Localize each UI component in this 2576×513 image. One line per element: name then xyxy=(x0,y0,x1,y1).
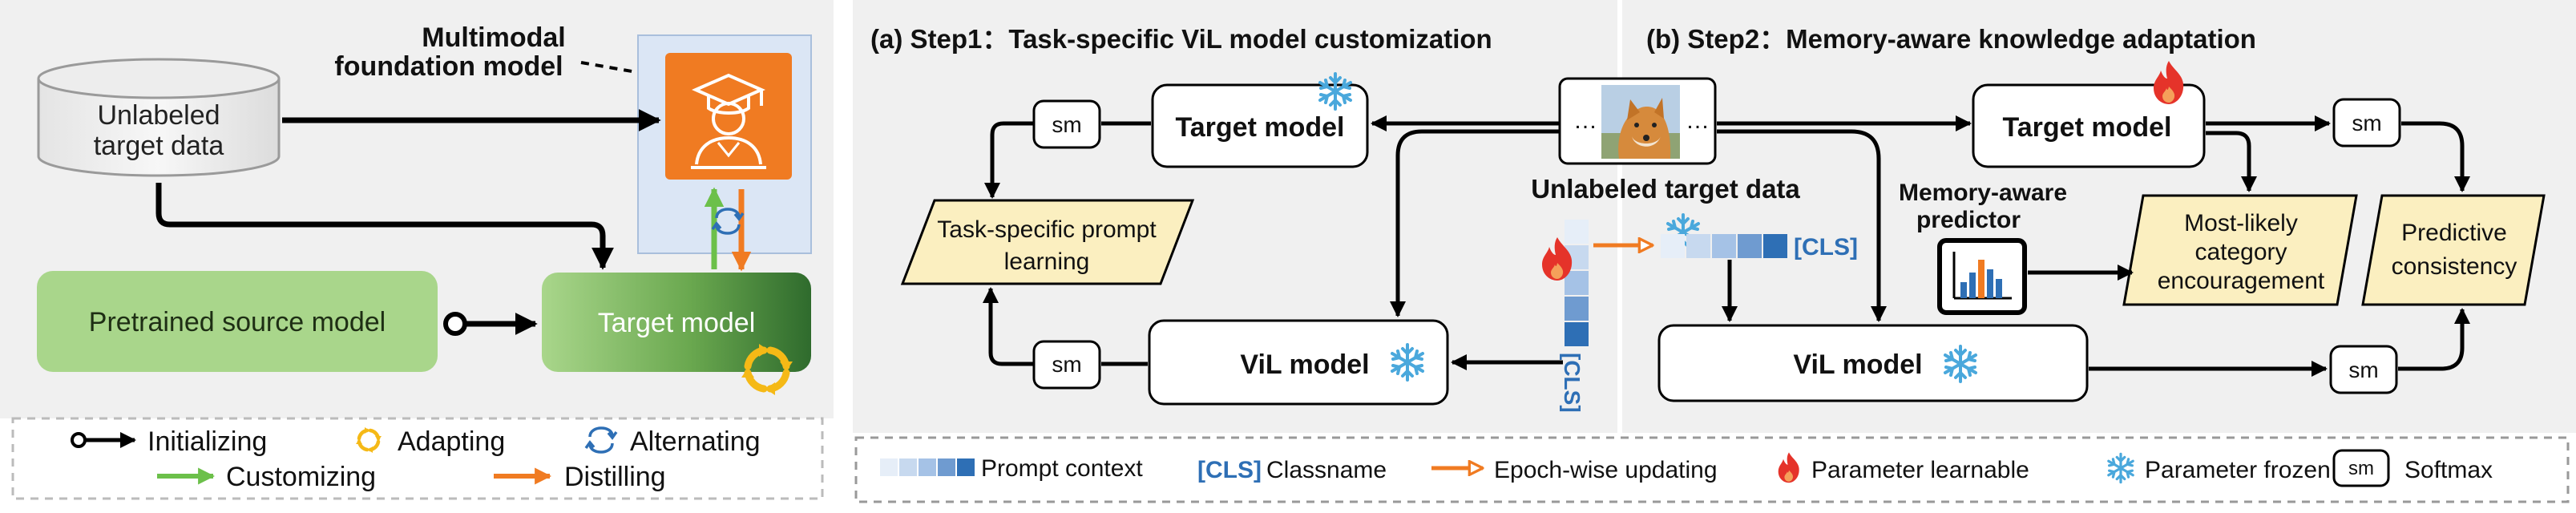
step2-sm-top-label: sm xyxy=(2352,111,2381,135)
step2-sm-top-box xyxy=(2332,98,2401,147)
step2-sm-bottom-label: sm xyxy=(2348,357,2378,382)
pretrained-source-label: Pretrained source model xyxy=(89,307,386,337)
step2-target-model-box xyxy=(1972,83,2206,168)
legend-adapting-label: Adapting xyxy=(398,426,505,457)
step1-vil-model-label: ViL model xyxy=(1240,349,1369,380)
left-target-model-box xyxy=(542,273,811,372)
legend-learnable-label: Parameter learnable xyxy=(1811,457,2029,483)
predictor-label-2: predictor xyxy=(1916,207,2021,233)
target-to-mlce-arrow xyxy=(2206,131,2257,192)
prompt-learning-box xyxy=(900,199,1195,285)
pretrained-source-box xyxy=(37,271,438,372)
pc-label-1: Predictive xyxy=(2401,220,2507,246)
left-target-model-label: Target model xyxy=(598,308,756,338)
mlce-box xyxy=(2122,194,2358,306)
legend-prompt-context-label: Prompt context xyxy=(981,455,1143,482)
mlce-label-3: encouragement xyxy=(2158,268,2325,294)
legend-epoch-wise-label: Epoch-wise updating xyxy=(1494,457,1718,483)
unlabeled-data-label-2: target data xyxy=(94,131,224,161)
data-to-target-arrow xyxy=(155,183,614,270)
data-to-step2-vil-arrow xyxy=(1717,129,1887,322)
step2-title: (b) Step2：Memory-aware knowledge adaptat… xyxy=(1646,24,2256,54)
legend-classname-label: Classname xyxy=(1266,457,1387,483)
step2-sm-bottom-box xyxy=(2329,345,2398,394)
horizontal-prompt-context xyxy=(1661,234,1787,258)
horizontal-cls-token: [CLS] xyxy=(1794,234,1858,261)
legend-distilling-label: Distilling xyxy=(564,462,666,492)
step1-target-model-label: Target model xyxy=(1176,112,1345,143)
legend-initializing-icon xyxy=(71,432,87,448)
foundation-label-1: Multimodal xyxy=(422,22,565,53)
bottom-legend-box xyxy=(854,436,2570,503)
pc-label-2: consistency xyxy=(2392,253,2517,280)
legend-customizing-label: Customizing xyxy=(226,462,376,492)
predictive-consistency-box xyxy=(2361,194,2546,306)
foundation-label-2: foundation model xyxy=(334,51,563,82)
image-card-dots-right: … xyxy=(1686,107,1710,134)
data-to-step1-vil-arrow xyxy=(1390,129,1560,317)
step1-target-model-box xyxy=(1151,83,1369,168)
vertical-cls-token: [CLS] xyxy=(1560,353,1585,413)
sm-to-prompt-arrow xyxy=(984,121,1034,199)
sm-to-pc-arrow xyxy=(2401,121,2470,192)
mlce-label-1: Most-likely xyxy=(2184,210,2298,236)
legend-sm-box xyxy=(2332,449,2390,487)
initializing-origin xyxy=(443,312,467,336)
left-legend-box xyxy=(11,417,824,500)
predictor-chart-icon xyxy=(1937,238,2027,315)
step2-target-model-label: Target model xyxy=(2003,112,2172,143)
legend-cls-token: [CLS] xyxy=(1197,457,1262,483)
unlabeled-target-data-label: Unlabeled target data xyxy=(1531,174,1800,204)
step1-sm-top-label: sm xyxy=(1052,112,1081,137)
sm-to-prompt-arrow-2 xyxy=(983,287,1034,366)
unlabeled-data-cylinder: Unlabeled target data xyxy=(37,58,281,177)
teacher-icon xyxy=(665,53,792,180)
step2-vil-model-label: ViL model xyxy=(1793,349,1922,380)
legend-softmax-label: Softmax xyxy=(2404,457,2493,483)
foundation-pointer-arrow xyxy=(580,61,684,85)
step1-title: (a) Step1：Task-specific ViL model custom… xyxy=(870,24,1492,54)
legend-sm-label: sm xyxy=(2348,458,2374,479)
image-card-dots-left: … xyxy=(1573,107,1597,134)
unlabeled-data-label-1: Unlabeled xyxy=(97,100,220,131)
vertical-prompt-context xyxy=(1565,220,1589,346)
mlce-label-2: category xyxy=(2194,239,2287,265)
step1-sm-bottom-label: sm xyxy=(1052,352,1081,377)
legend-prompt-context-icon xyxy=(880,458,975,476)
legend-frozen-label: Parameter frozen xyxy=(2145,457,2331,483)
dog-image xyxy=(1601,85,1680,159)
predictor-label-1: Memory-aware xyxy=(1899,180,2067,206)
legend-initializing-label: Initializing xyxy=(147,426,267,457)
prompt-learning-label-1: Task-specific prompt xyxy=(937,216,1157,243)
sm-to-pc-bottom-arrow xyxy=(2398,308,2470,371)
step2-vil-model-box xyxy=(1657,324,2089,402)
prompt-learning-label-2: learning xyxy=(1004,248,1090,275)
step1-vil-model-box xyxy=(1148,319,1449,406)
legend-alternating-label: Alternating xyxy=(630,426,761,457)
